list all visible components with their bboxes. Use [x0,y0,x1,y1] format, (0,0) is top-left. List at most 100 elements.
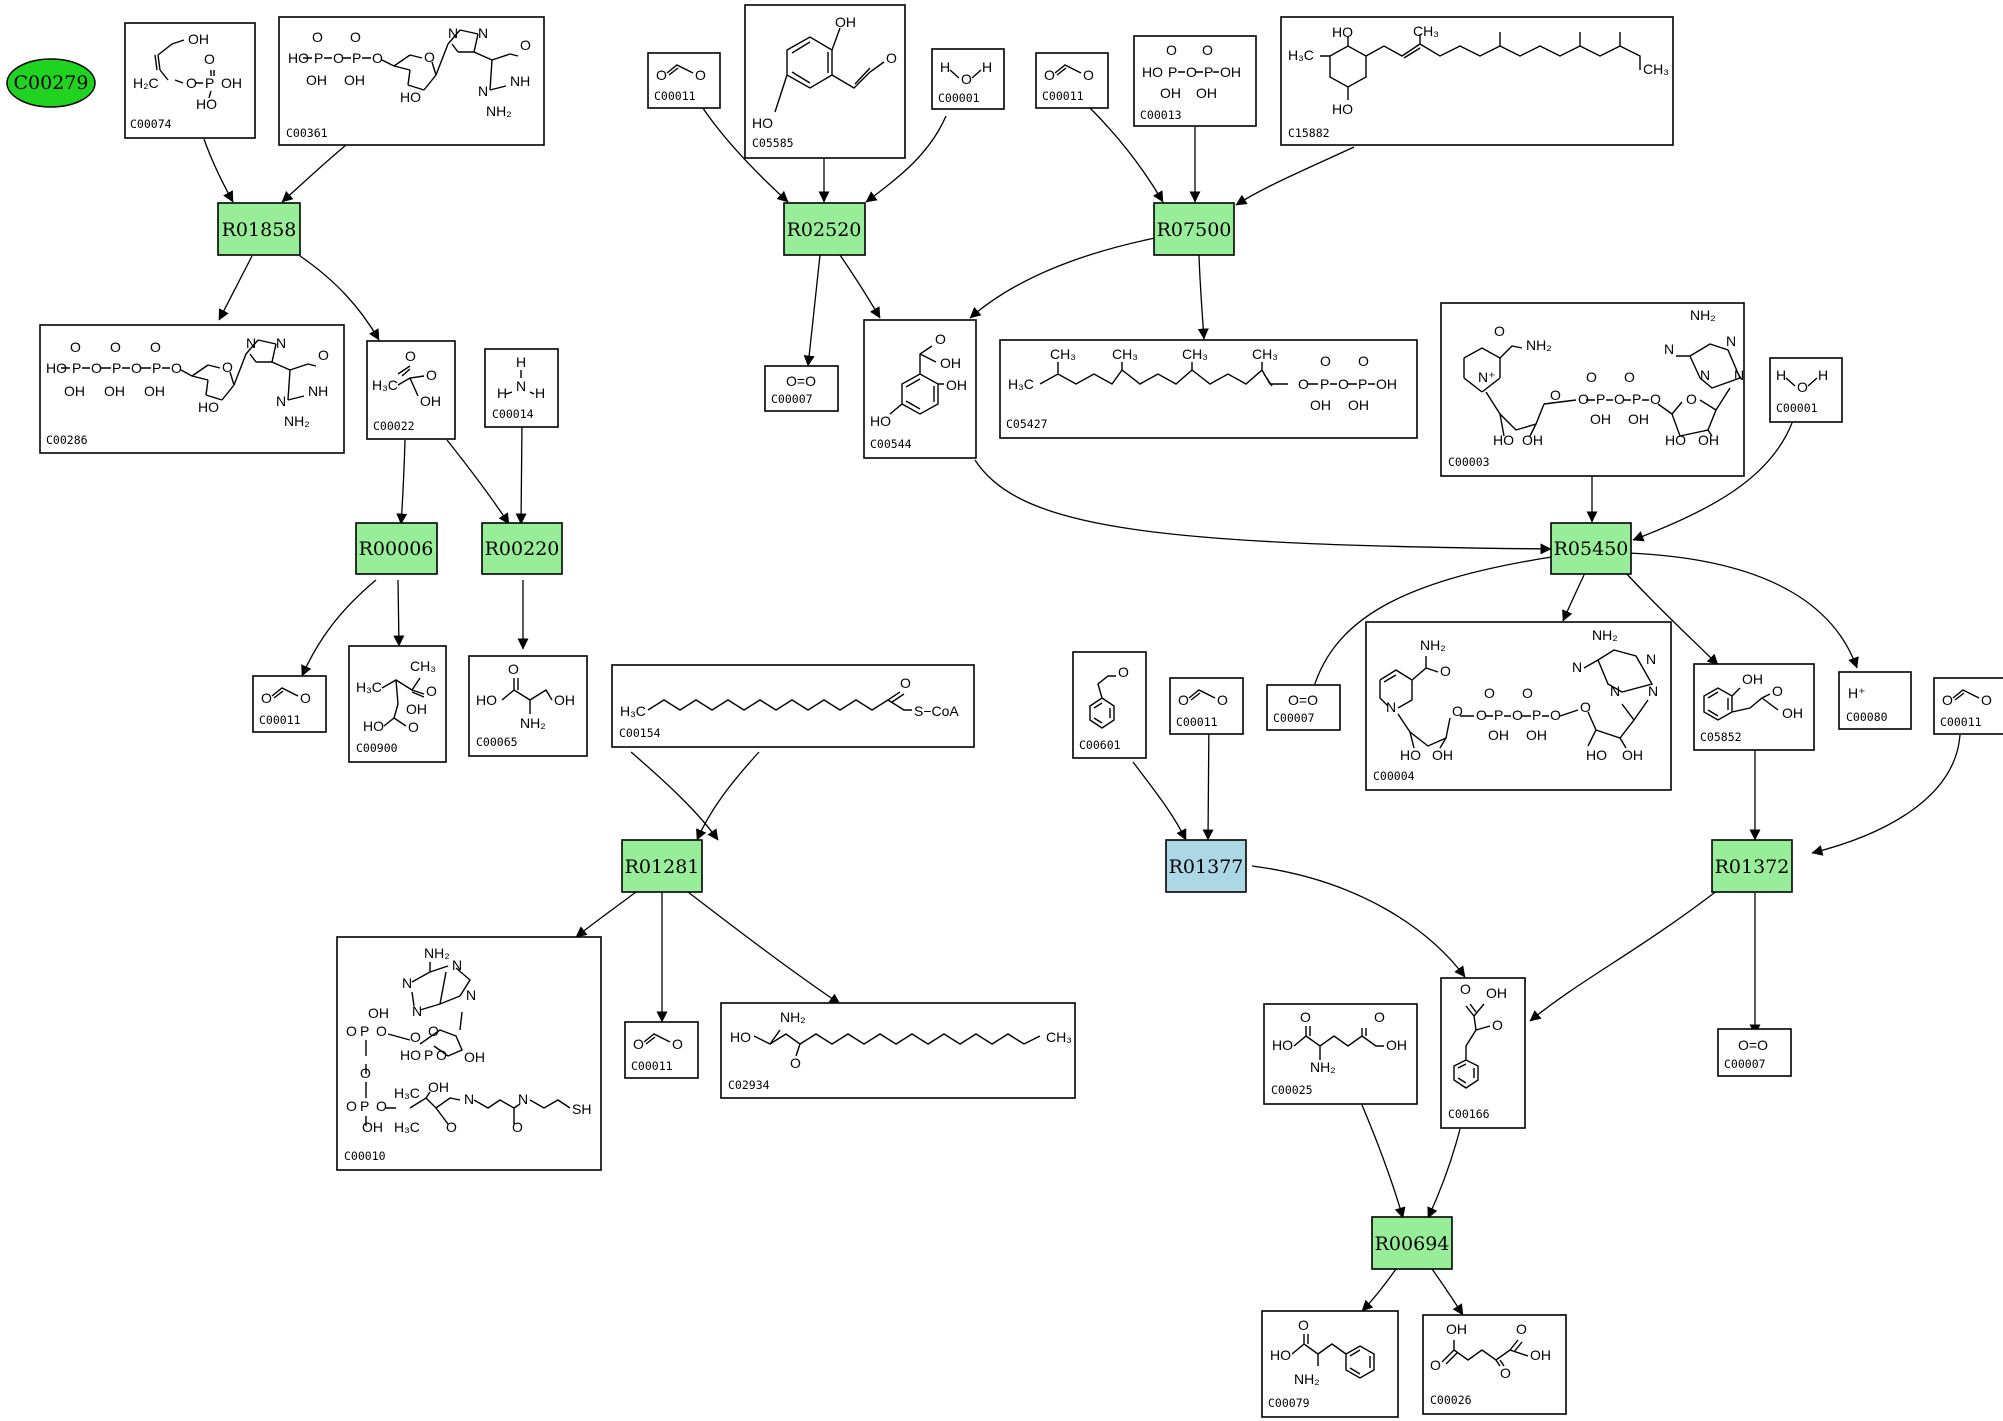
svg-text:OH: OH [1698,432,1719,448]
compound-C00022[interactable]: O H₃C O OH C00022 [366,340,456,440]
structure-acetolactate: CH₃ H₃C O OH HO O [356,658,437,735]
svg-text:P: P [1358,376,1367,392]
compound-C00080[interactable]: H⁺ C00080 [1838,671,1912,730]
compound-C00026[interactable]: OH O O OH O C00026 [1422,1314,1567,1415]
compound-C00010[interactable]: NH₂ N N N N OH O P O O O HO P O OH O O P… [336,936,602,1171]
svg-text:P: P [360,1023,369,1039]
compound-C15882[interactable]: HO H₃C HO CH₃ CH₃ C15882 [1280,16,1674,146]
compound-label: C00011 [654,89,696,103]
compound-C00011[interactable]: O O C00011 [1035,52,1109,109]
compound-C00065[interactable]: O HO OH NH₂ C00065 [468,655,588,757]
reaction-R01377[interactable]: R01377 [1165,839,1247,893]
svg-text:NH₂: NH₂ [486,103,512,119]
svg-text:O: O [1578,391,1589,407]
reaction-R00006[interactable]: R00006 [355,522,438,575]
compound-C05585[interactable]: OH HO O C05585 [744,4,906,159]
compound-C00004[interactable]: NH₂ O N O HO OH O P O P O O O OH OH O HO… [1365,621,1672,791]
svg-text:OH: OH [1220,64,1241,80]
svg-text:CH₃: CH₃ [1112,346,1138,362]
svg-text:O: O [1686,391,1697,407]
reaction-label: R05450 [1554,538,1629,560]
svg-text:O: O [1298,376,1309,392]
compound-C00007[interactable]: O=O C00007 [1717,1028,1792,1077]
compound-C00025[interactable]: O HO NH₂ O OH C00025 [1263,1003,1418,1105]
structure-phytyl-quinol: HO H₃C HO CH₃ CH₃ [1288,23,1669,117]
svg-text:NH₂: NH₂ [284,413,310,429]
reaction-R02520[interactable]: R02520 [783,202,866,256]
reaction-R01858[interactable]: R01858 [217,202,301,256]
reaction-R07500[interactable]: R07500 [1153,202,1235,256]
reaction-R00220[interactable]: R00220 [481,522,563,575]
svg-text:OH: OH [1196,85,1217,101]
svg-text:O: O [1522,685,1533,701]
svg-text:P: P [314,50,323,66]
compound-label: C00601 [1079,738,1121,752]
structure-phenylalanine: O HO NH₂ [1270,1317,1375,1387]
compound-C02934[interactable]: NH₂ HO O CH₃ C02934 [720,1002,1076,1099]
compound-C00166[interactable]: O OH O C00166 [1440,977,1526,1129]
compound-C00001[interactable]: H O H C00001 [931,48,1005,110]
svg-text:P: P [1494,707,1503,723]
svg-text:H₃C: H₃C [620,703,646,719]
svg-text:OH: OH [344,72,365,88]
compound-C00011[interactable]: O O C00011 [252,675,327,733]
svg-text:CH₃: CH₃ [1050,346,1076,362]
compound-C00011[interactable]: O O C00011 [1169,677,1244,735]
svg-text:H: H [940,59,950,75]
reaction-R05450[interactable]: R05450 [1550,522,1632,575]
compound-C00007[interactable]: O=O C00007 [764,365,839,412]
compound-C05852[interactable]: OH O OH C05852 [1693,663,1815,751]
svg-text:O: O [91,360,102,376]
svg-text:N: N [466,987,476,1003]
compound-C00001[interactable]: H O H C00001 [1769,357,1843,423]
compound-C00079[interactable]: O HO NH₂ C00079 [1261,1310,1399,1418]
compound-C00003[interactable]: NH₂ O N⁺ O HO OH O P O P O O O OH OH HO … [1440,302,1745,477]
reaction-label: R01377 [1169,856,1244,878]
highlight-compound[interactable]: C00279 [6,58,96,108]
svg-text:H₃C: H₃C [1288,47,1314,63]
svg-text:O: O [935,331,946,347]
svg-text:O: O [426,367,437,383]
reaction-label: R02520 [787,219,862,241]
compound-C00361[interactable]: HO P O P O O O OH OH O HO N N NH N O NH₂… [278,16,545,146]
svg-text:OH: OH [1432,747,1453,763]
compound-C00013[interactable]: HO P O P OH O O OH OH C00013 [1133,35,1257,127]
svg-text:N: N [452,957,462,973]
svg-text:O: O [333,50,344,66]
svg-text:P: P [205,75,214,91]
structure-phytyl-diphosphate: CH₃ CH₃ CH₃ CH₃ H₃C O P O P OH O O OH OH [1008,346,1397,413]
compound-C00007[interactable]: O=O C00007 [1266,684,1341,731]
compound-C00011[interactable]: O O C00011 [624,1021,699,1079]
svg-text:HO: HO [363,718,384,734]
structure-O2: O=O [1738,1037,1768,1053]
compound-C00900[interactable]: CH₃ H₃C O OH HO O C00900 [348,645,447,763]
svg-text:N: N [518,1091,528,1107]
compound-C00074[interactable]: OH H₂C O P OH O HO C00074 [124,22,256,139]
compound-C00011[interactable]: O O C00011 [1933,677,2003,735]
reaction-label: R01858 [222,219,297,241]
compound-C00014[interactable]: H H N H C00014 [484,348,559,428]
compound-label: C00001 [938,91,980,105]
compound-C05427[interactable]: CH₃ CH₃ CH₃ CH₃ H₃C O P O P OH O O OH OH… [999,339,1418,439]
svg-text:OH: OH [946,377,967,393]
svg-text:O: O [886,50,897,66]
structure-CO2: O O [1178,689,1228,708]
svg-text:S−CoA: S−CoA [914,703,959,719]
svg-text:H₃C: H₃C [394,1119,420,1135]
highlight-label: C00279 [14,72,89,94]
compound-C00601[interactable]: O C00601 [1072,651,1147,759]
compound-C00544[interactable]: OH O OH HO C00544 [863,319,977,459]
compound-C00011[interactable]: O O C00011 [647,52,721,109]
compound-C00154[interactable]: H₃C O S−CoA C00154 [611,664,975,748]
svg-text:OH: OH [104,383,125,399]
structure-2-oxoglutarate: OH O O OH O [1430,1321,1551,1381]
compound-C00286[interactable]: HO P O P O P O O O O OH OH OH O HO N N N… [39,324,345,454]
reaction-R01372[interactable]: R01372 [1711,839,1793,893]
svg-text:HO: HO [46,360,67,376]
reaction-R01281[interactable]: R01281 [621,839,703,893]
svg-text:O: O [1320,353,1331,369]
reaction-R00694[interactable]: R00694 [1371,1216,1453,1270]
svg-text:HO: HO [400,89,421,105]
svg-text:O: O [1298,1317,1309,1333]
